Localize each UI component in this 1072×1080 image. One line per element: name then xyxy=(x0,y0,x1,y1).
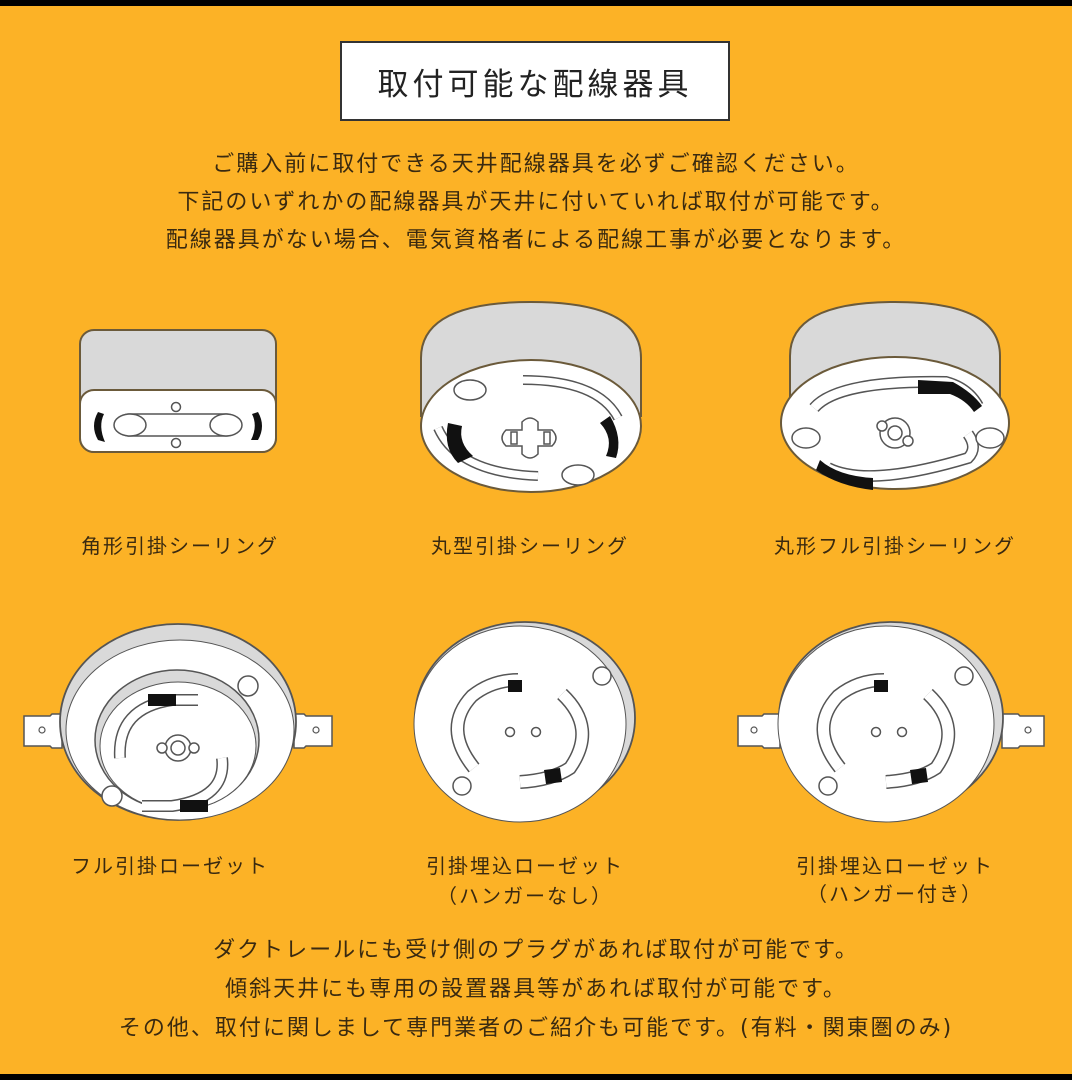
square-ceiling-hook-icon xyxy=(79,329,277,453)
intro-line: ご購入前に取付できる天井配線器具を必ずご確認ください。 xyxy=(212,152,860,177)
fixture-sublabel: （ハンガー付き） xyxy=(807,882,983,906)
fixture-full-hook-rosette xyxy=(22,618,334,824)
page: 取付可能な配線器具 ご購入前に取付できる天井配線器具を必ずご確認ください。 下記… xyxy=(0,6,1072,1074)
round-full-ceiling-hook-icon xyxy=(780,300,1010,490)
footer-line: ダクトレールにも受け側のプラグがあれば取付が可能です。 xyxy=(213,938,859,963)
fixture-label: 引掛埋込ローゼット xyxy=(796,854,994,878)
footer-notes: ダクトレールにも受け側のプラグがあれば取付が可能です。 傾斜天井にも専用の設置器… xyxy=(0,931,1072,1048)
fixture-label: 丸型引掛シーリング xyxy=(431,534,629,558)
fixture-square-ceiling-hook xyxy=(78,328,278,458)
footer-line: 傾斜天井にも専用の設置器具等があれば取付が可能です。 xyxy=(225,977,847,1002)
fixture-label: 角形引掛シーリング xyxy=(81,534,279,558)
fixture-round-ceiling-hook xyxy=(418,298,644,494)
intro-line: 配線器具がない場合、電気資格者による配線工事が必要となります。 xyxy=(165,228,907,253)
full-hook-rosette-icon xyxy=(23,623,333,821)
intro-line: 下記のいずれかの配線器具が天井に付いていれば取付が可能です。 xyxy=(177,190,895,215)
round-ceiling-hook-icon xyxy=(420,300,642,493)
fixture-embedded-rosette-with-hanger xyxy=(736,618,1046,828)
fixture-label: 引掛埋込ローゼット xyxy=(426,854,624,878)
fixture-round-full-ceiling-hook xyxy=(778,298,1012,494)
embedded-rosette-with-hanger-icon xyxy=(737,621,1045,823)
fixture-sublabel: （ハンガーなし） xyxy=(437,884,613,908)
page-title: 取付可能な配線器具 xyxy=(340,41,730,121)
embedded-rosette-no-hanger-icon xyxy=(413,621,636,823)
fixture-label: 丸形フル引掛シーリング xyxy=(774,534,1016,558)
fixture-label: フル引掛ローゼット xyxy=(71,854,269,878)
intro-text: ご購入前に取付できる天井配線器具を必ずご確認ください。 下記のいずれかの配線器具… xyxy=(0,146,1072,260)
page-title-text: 取付可能な配線器具 xyxy=(377,66,693,103)
fixture-embedded-rosette-no-hanger xyxy=(412,618,638,828)
footer-line: その他、取付に関しまして専門業者のご紹介も可能です。(有料・関東圏のみ) xyxy=(118,1016,954,1041)
